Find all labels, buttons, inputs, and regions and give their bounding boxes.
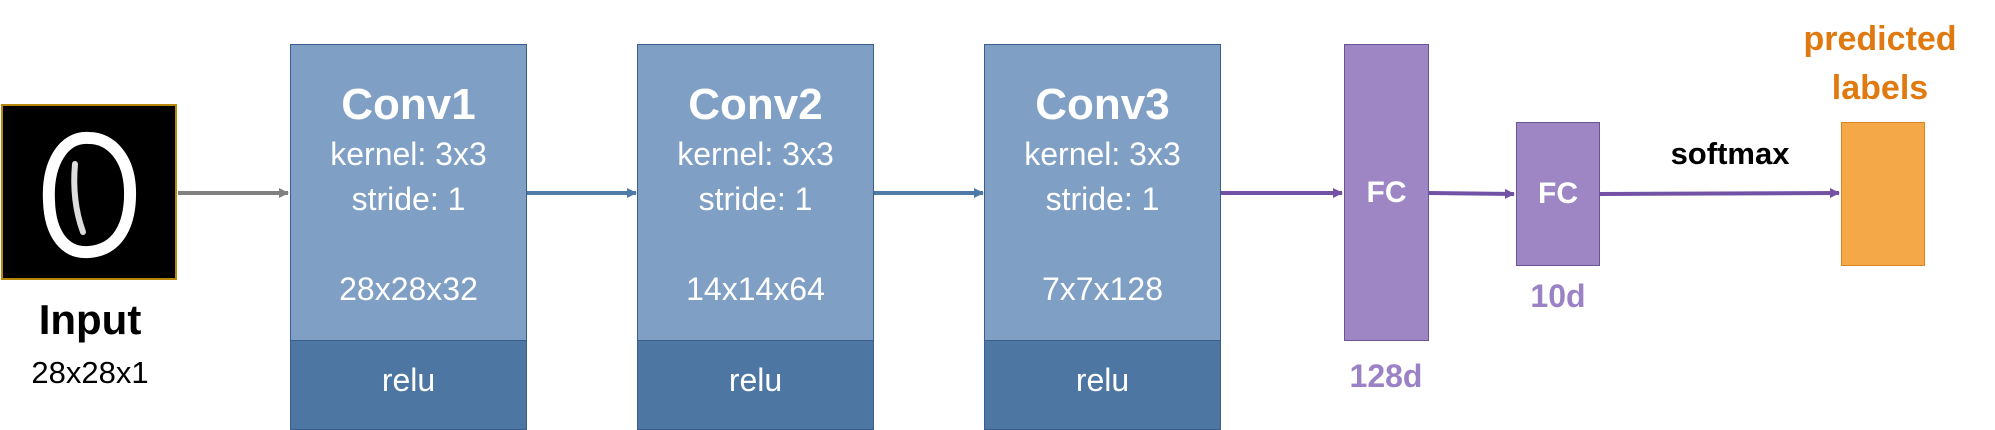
conv1-kernel: kernel: 3x3: [330, 136, 487, 172]
conv2-activation-band: [637, 341, 874, 430]
conv3-name: Conv3: [1035, 80, 1170, 129]
conv3-stride: stride: 1: [1045, 181, 1160, 217]
fc1-label: FC: [1366, 175, 1407, 209]
fc1-block: FC: [1344, 44, 1429, 341]
fc2-dimension: 10d: [1530, 278, 1586, 314]
conv1-stride: stride: 1: [351, 181, 466, 217]
output-label-line2: labels: [1831, 69, 1929, 107]
arrow-fc2-to-output: [1599, 188, 1840, 199]
conv3-output-dims: 7x7x128: [1042, 271, 1163, 307]
conv1-name: Conv1: [341, 80, 476, 129]
conv3-body: [984, 44, 1221, 341]
conv2-activation: relu: [728, 362, 783, 398]
conv2-stride: stride: 1: [698, 181, 813, 217]
conv1-activation-band: [290, 341, 527, 430]
input-image: [1, 104, 177, 280]
conv1-output-dims: 28x28x32: [339, 271, 478, 307]
conv3-block: Conv3 kernel: 3x3 stride: 1 7x7x128 relu: [984, 44, 1221, 430]
input-title: Input: [38, 296, 142, 343]
input-dimensions: 28x28x1: [31, 355, 149, 390]
conv1-body: [290, 44, 527, 341]
handwritten-digit-zero-image: [3, 106, 175, 278]
fc1-dimension: 128d: [1349, 358, 1423, 394]
conv2-body: [637, 44, 874, 341]
output-label-line1: predicted: [1803, 20, 1957, 58]
conv3-activation: relu: [1075, 362, 1130, 398]
conv2-block: Conv2 kernel: 3x3 stride: 1 14x14x64 rel…: [637, 44, 874, 430]
conv2-output-dims: 14x14x64: [686, 271, 825, 307]
conv3-kernel: kernel: 3x3: [1024, 136, 1181, 172]
conv2-name: Conv2: [688, 80, 823, 129]
fc2-label: FC: [1538, 177, 1578, 210]
conv1-block: Conv1 kernel: 3x3 stride: 1 28x28x32 rel…: [290, 44, 527, 430]
conv2-kernel: kernel: 3x3: [677, 136, 834, 172]
predicted-labels-block: [1841, 122, 1925, 266]
softmax-label: softmax: [1670, 136, 1790, 171]
conv1-activation: relu: [381, 362, 436, 398]
arrow-fc1-to-fc2: [1428, 188, 1515, 199]
fc2-block: FC: [1516, 122, 1600, 266]
